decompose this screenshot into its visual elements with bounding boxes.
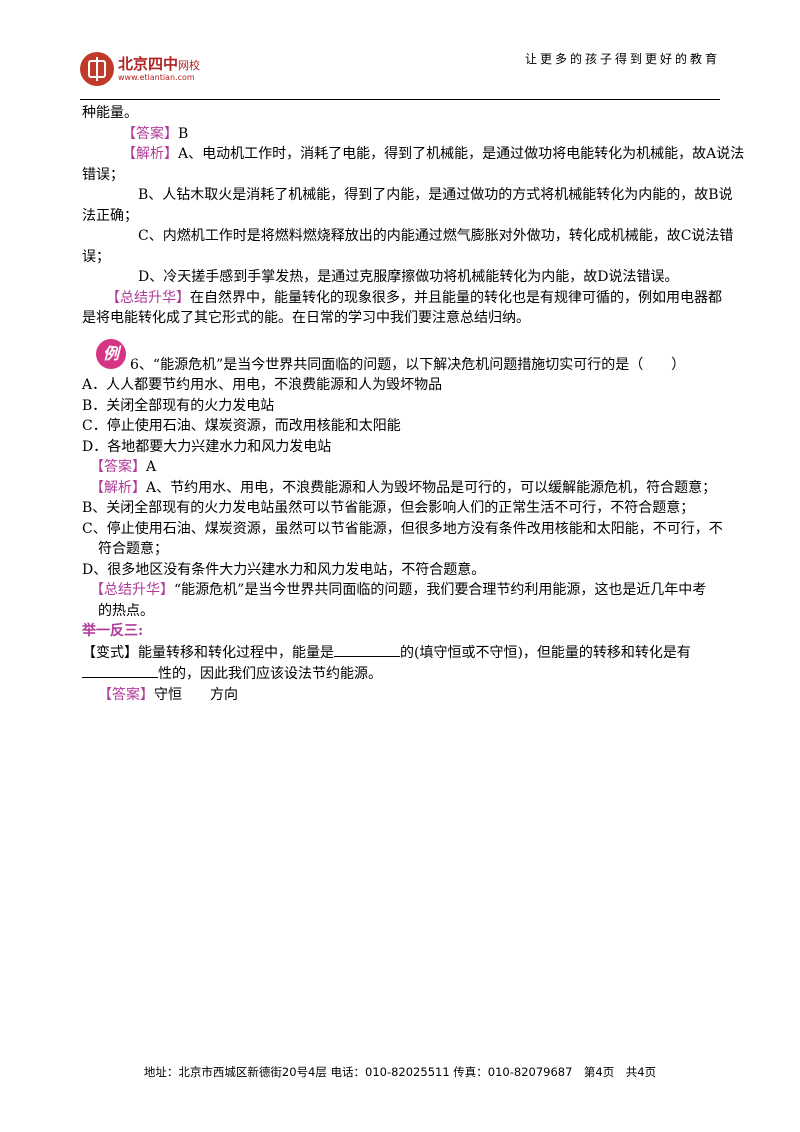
q6-option-c: C．停止使用石油、煤炭资源，而改用核能和太阳能 [82,418,401,434]
variant-question: 【变式】能量转移和转化过程中，能量是的(填守恒或不守恒)，但能量的转移和转化是有 [82,642,722,664]
header-slogan: 让更多的孩子得到更好的教育 [524,52,720,66]
analysis-tag: 【解析】 [90,479,146,496]
example-badge-icon: 例 [96,338,126,369]
answer-tag: 【答案】 [90,459,146,475]
q5-analysis-d: D、冷天搓手感到手掌发热，是通过克服摩擦做功将机械能转化为内能，故D说法错误。 [138,269,679,285]
answer-tag: 【答案】 [98,686,154,703]
q5-analysis-c-cont: 误； [82,248,110,265]
fill-blank-1 [334,642,400,657]
q6-option-a: A．人人都要节约用水、用电，不浪费能源和人为毁坏物品 [82,377,443,393]
q6-analysis-b: B、关闭全部现有的火力发电站虽然可以节省能源，但会影响人们的正常生活不可行，不符… [82,500,695,516]
q6-analysis-a: 【解析】A、节约用水、用电，不浪费能源和人为毁坏物品是可行的，可以缓解能源危机，… [90,479,717,496]
q6-option-d: D．各地都要大力兴建水力和风力发电站 [82,438,332,455]
variant-question-cont: 性的，因此我们应该设法节约能源。 [82,663,722,685]
analysis-tag: 【解析】 [122,146,178,162]
fill-blank-2 [82,663,158,678]
school-logo: 北京四中网校 www.etiantian.com [80,52,200,86]
answer-tag: 【答案】 [122,125,178,142]
q6-analysis-c-cont: 符合题意； [98,541,168,557]
page-footer: 地址：北京市西城区新德街20号4层 电话：010-82025511 传真：010… [143,1065,657,1079]
q6-answer: 【答案】A [90,459,157,475]
q6-stem: 例 6、“能源危机”是当今世界共同面临的问题，以下解决危机问题措施切实可行的是（… [82,338,722,376]
q6-summary: 【总结升华】“能源危机”是当今世界共同面临的问题，我们要合理节约利用能源，这也是… [90,582,707,598]
summary-tag: 【总结升华】 [90,582,174,598]
logo-url: www.etiantian.com [118,72,195,82]
q5-analysis-a: 【解析】A、电动机工作时，消耗了电能，得到了机械能，是通过做功将电能转化为机械能… [122,146,745,162]
q6-analysis-d: D、很多地区没有条件大力兴建水力和风力发电站，不符合题意。 [82,561,486,578]
q5-analysis-b: B、人钻木取火是消耗了机械能，得到了内能，是通过做功的方式将机械能转化为内能的，… [138,187,733,203]
carry-over-text: 种能量。 [82,105,138,121]
summary-tag: 【总结升华】 [106,289,190,306]
logo-seal-icon [80,52,114,86]
section-title: 举一反三: [82,623,144,639]
q5-analysis-b-cont: 法正确； [82,207,138,224]
q6-option-b: B．关闭全部现有的火力发电站 [82,397,275,414]
logo-name: 北京四中网校 [118,54,201,73]
q5-analysis-a-cont: 错误； [82,166,124,183]
q6-summary-cont: 的热点。 [98,602,154,619]
document-body: 种能量。 【答案】B 【解析】A、电动机工作时，消耗了电能，得到了机械能，是通过… [82,103,745,705]
page-header: 北京四中网校 www.etiantian.com 让更多的孩子得到更好的教育 [80,40,720,100]
header-divider [80,99,720,100]
q5-answer: 【答案】B [122,125,189,142]
q5-summary-cont: 是将电能转化成了其它形式的能。在日常的学习中我们要注意总结归纳。 [82,310,530,326]
variant-tag: 【变式】 [82,644,138,661]
q5-summary: 【总结升华】在自然界中，能量转化的现象很多，并且能量的转化也是有规律可循的，例如… [106,289,722,306]
variant-answer: 【答案】守恒 方向 [98,686,238,703]
q6-analysis-c: C、停止使用石油、煤炭资源，虽然可以节省能源，但很多地方没有条件改用核能和太阳能… [82,520,723,537]
q5-analysis-c: C、内燃机工作时是将燃料燃烧释放出的内能通过燃气膨胀对外做功，转化成机械能，故C… [138,228,734,244]
